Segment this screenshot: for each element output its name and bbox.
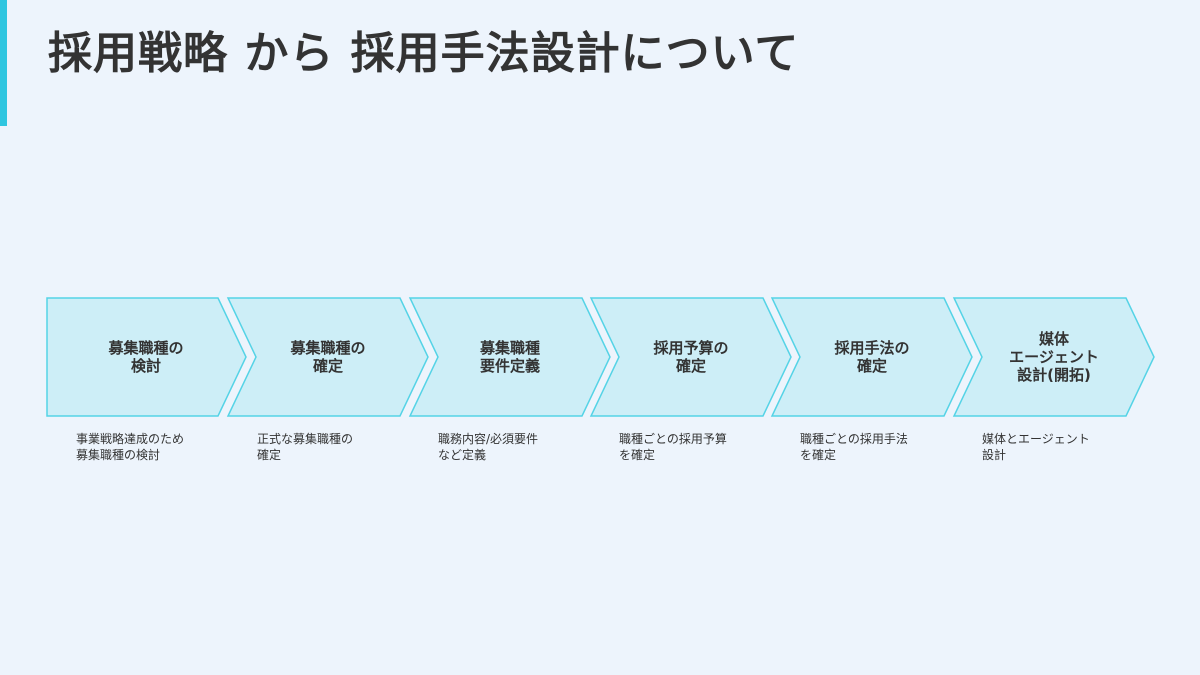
step-4-label: 採用予算の 確定 <box>653 339 729 375</box>
step-3-description: 職務内容/必須要件 など定義 <box>438 432 539 462</box>
step-4-description: 職種ごとの採用予算 を確定 <box>619 432 727 462</box>
step-5-label: 採用手法の 確定 <box>834 339 910 375</box>
chevron-step-2 <box>226 297 429 417</box>
page-title: 採用戦略 から 採用手法設計について <box>48 28 800 79</box>
chevron-step-4 <box>589 297 792 417</box>
step-5-description: 職種ごとの採用手法 を確定 <box>800 432 908 462</box>
step-1-label: 募集職種の 検討 <box>108 339 184 375</box>
title-accent-bar <box>0 0 7 126</box>
chevron-step-6 <box>952 297 1155 417</box>
step-6-label: 媒体 エージェント 設計(開拓) <box>1009 330 1099 384</box>
step-2-description: 正式な募集職種の 確定 <box>257 432 354 462</box>
step-1-description: 事業戦略達成のため 募集職種の検討 <box>76 432 185 462</box>
step-2-label: 募集職種の 確定 <box>290 339 366 375</box>
chevron-step-1 <box>46 297 247 417</box>
chevron-step-3 <box>408 297 611 417</box>
step-3-label: 募集職種 要件定義 <box>479 339 540 375</box>
step-6-description: 媒体とエージェント 設計 <box>982 432 1090 462</box>
chevron-step-5 <box>770 297 973 417</box>
